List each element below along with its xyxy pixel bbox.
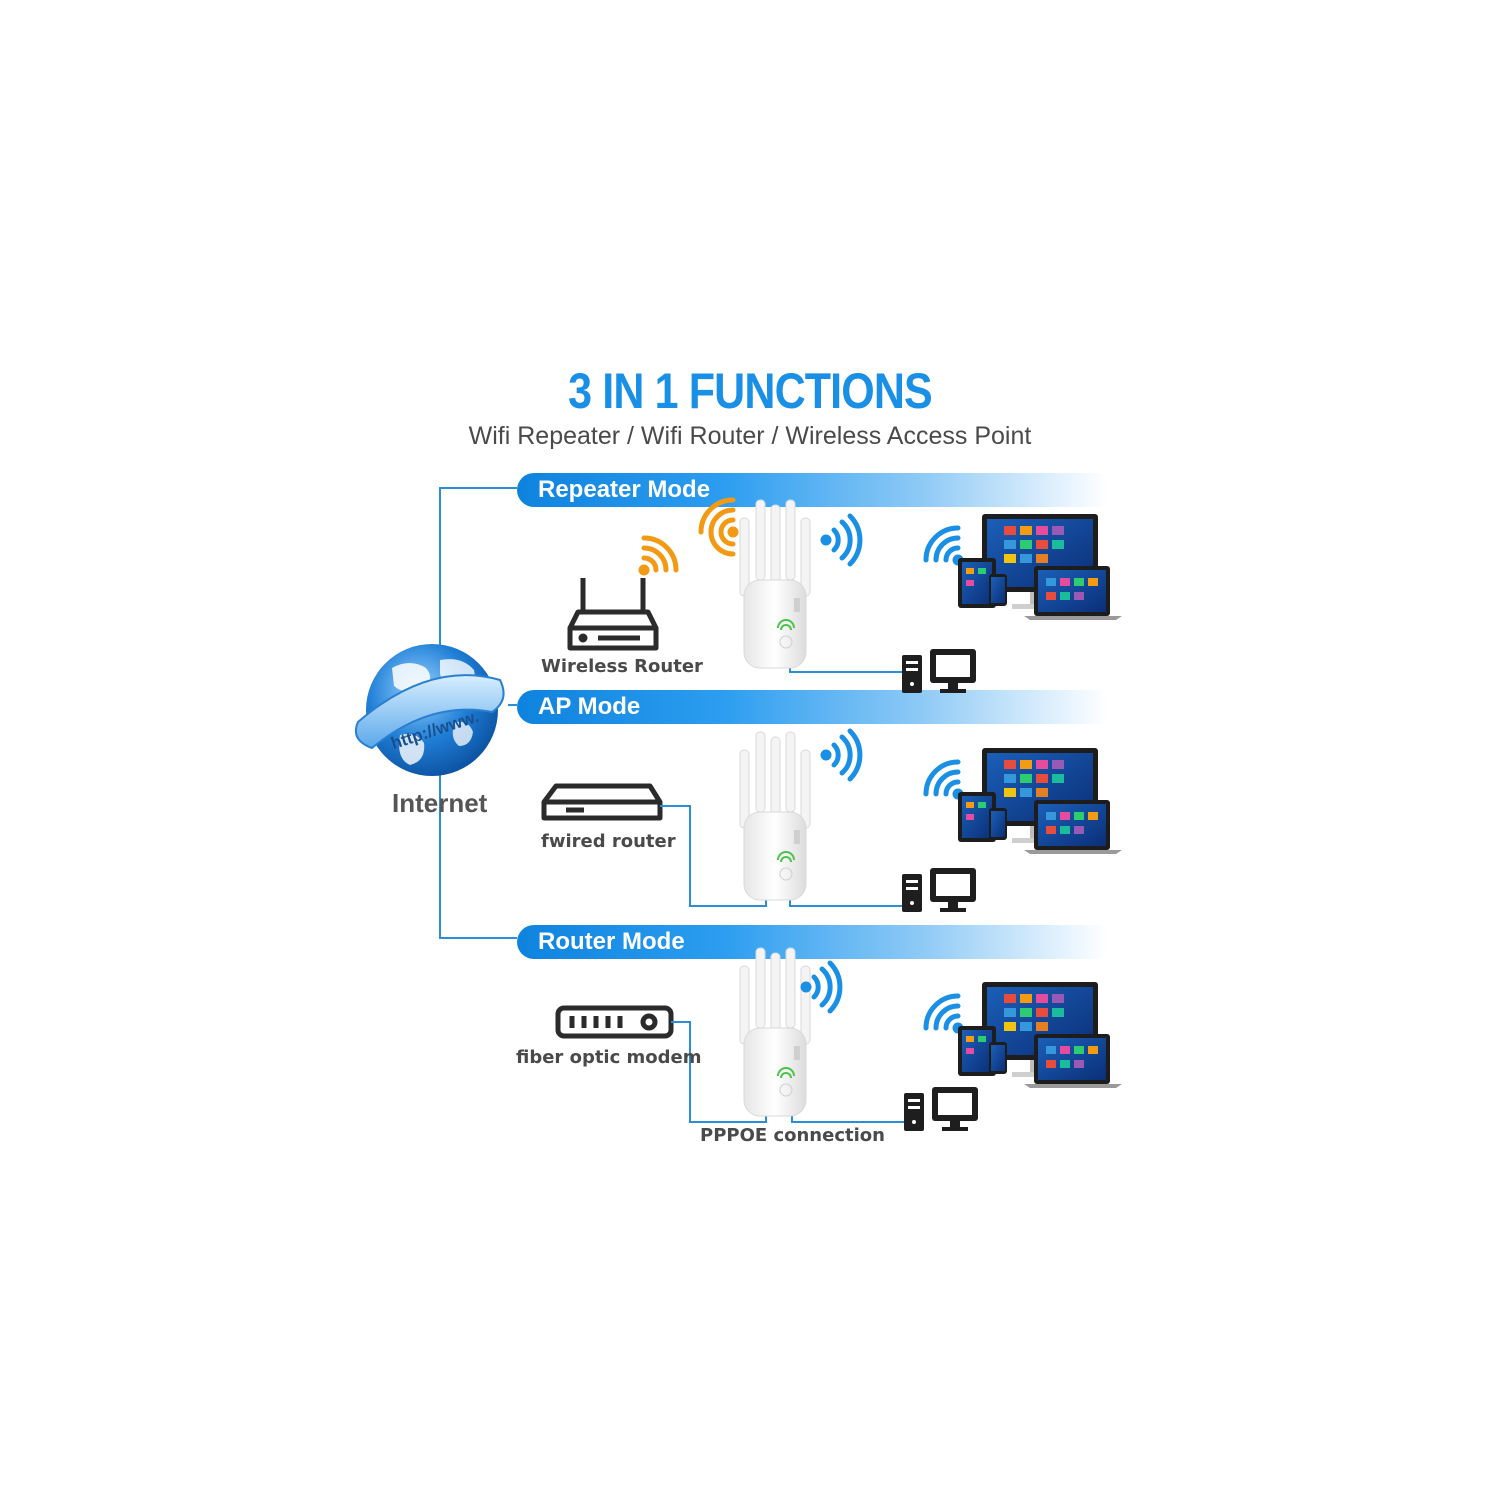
device-wifi-signal-icon [923, 525, 964, 566]
page-subtitle: Wifi Repeater / Wifi Router / Wireless A… [468, 422, 1032, 450]
client-devices-cluster-repeater [923, 514, 1122, 620]
ap-mode-label: AP Mode [538, 693, 641, 720]
wifi-extender-device-ap [739, 731, 811, 901]
router-signal-orange-icon [638, 535, 679, 576]
client-devices-cluster-ap [923, 748, 1122, 854]
ap-mode-band [517, 690, 1107, 724]
router-mode-label: Router Mode [538, 928, 685, 955]
desktop-pc-icon-router [904, 1087, 978, 1131]
wireless-router-label: Wireless Router [541, 656, 703, 677]
desktop-pc-icon-repeater [902, 649, 976, 693]
wireless-router-icon [567, 578, 659, 651]
internet-globe-icon: http://www. [354, 644, 505, 776]
fiber-optic-modem-icon [555, 1005, 674, 1039]
internet-label: Internet [392, 788, 488, 818]
repeater-cable-line [789, 665, 905, 673]
client-devices-cluster-router [923, 982, 1122, 1088]
extender-receive-signal-orange-icon [698, 497, 739, 557]
router-mode-band [517, 925, 1107, 959]
extender-signal-blue-icon-router [800, 960, 843, 1014]
page-title: 3 IN 1 FUNCTIONS [568, 363, 933, 419]
pppoe-connection-label: PPPOE connection [700, 1125, 885, 1146]
wired-router-label: fwired router [541, 831, 676, 852]
repeater-mode-label: Repeater Mode [538, 476, 711, 503]
wifi-extender-device-router [739, 947, 811, 1117]
repeater-mode-band [517, 473, 1107, 507]
fiber-optic-modem-label: fiber optic modem [516, 1047, 702, 1068]
extender-signal-blue-icon-ap [820, 728, 863, 782]
wired-router-icon [541, 783, 663, 821]
app-tiles [1004, 526, 1064, 563]
extender-signal-blue-icon-repeater [820, 513, 863, 567]
desktop-pc-icon-ap [902, 868, 976, 912]
wifi-extender-device-repeater [739, 499, 811, 669]
